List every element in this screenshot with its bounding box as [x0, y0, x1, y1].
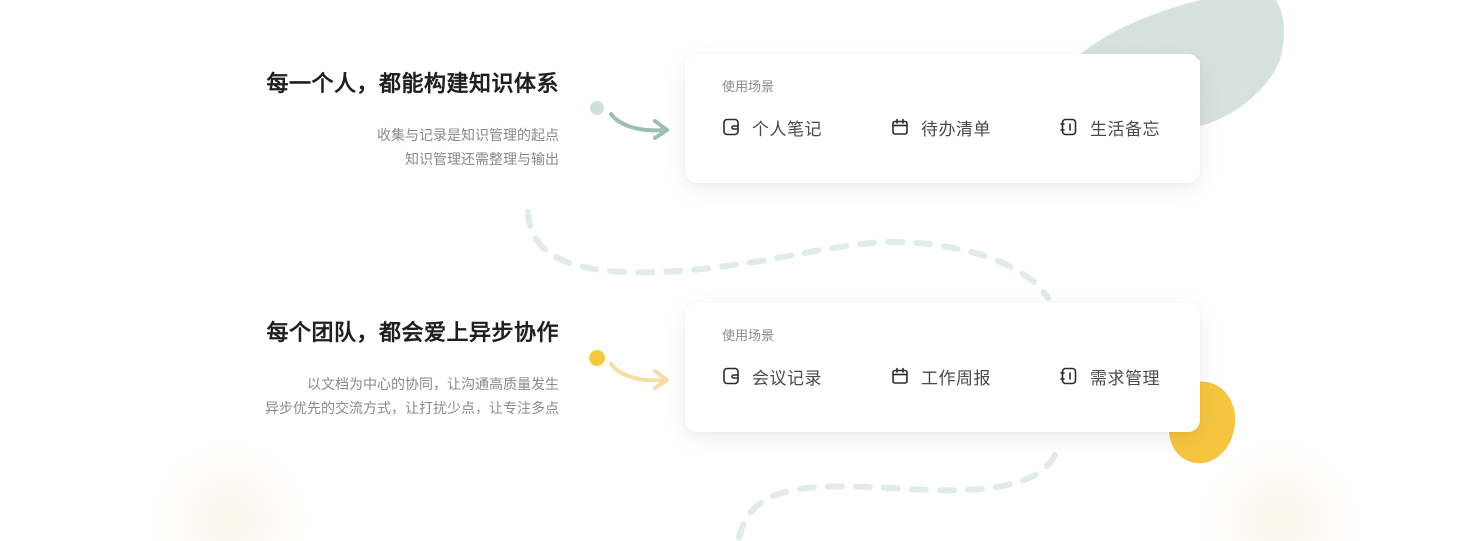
use-case-requirements[interactable]: 需求管理 — [1060, 364, 1160, 389]
section-team-text: 每个团队，都会爱上异步协作 以文档为中心的协同，让沟通高质量发生 异步优先的交流… — [179, 319, 559, 421]
use-case-list: 会议记录 工作周报 需求管理 — [722, 362, 1163, 390]
use-case-todo-list[interactable]: 待办清单 — [891, 115, 1060, 140]
use-case-label: 需求管理 — [1090, 368, 1160, 389]
calendar-icon — [891, 118, 909, 136]
notebook-icon — [1060, 118, 1078, 136]
use-case-life-memo[interactable]: 生活备忘 — [1060, 115, 1160, 140]
use-case-label: 生活备忘 — [1090, 119, 1160, 140]
use-case-label: 待办清单 — [921, 119, 991, 140]
use-case-personal-notes[interactable]: 个人笔记 — [722, 115, 891, 140]
use-case-label: 会议记录 — [752, 368, 822, 389]
use-case-card-personal: 使用场景 个人笔记 待办清单 生活备忘 — [685, 54, 1200, 183]
green-arrow-icon — [590, 101, 669, 140]
yellow-arrow-icon — [589, 350, 669, 390]
card-label: 使用场景 — [722, 80, 775, 95]
description-line: 收集与记录是知识管理的起点 — [377, 128, 559, 144]
card-label: 使用场景 — [722, 329, 775, 344]
description-line: 以文档为中心的协同，让沟通高质量发生 — [307, 377, 559, 393]
use-case-meeting-notes[interactable]: 会议记录 — [722, 364, 891, 389]
calendar-icon — [891, 367, 909, 385]
description-line: 异步优先的交流方式，让打扰少点，让专注多点 — [265, 401, 559, 417]
beige-glow-right — [1200, 440, 1360, 541]
use-case-label: 工作周报 — [921, 368, 991, 389]
description-line: 知识管理还需整理与输出 — [405, 152, 559, 168]
note-icon — [722, 367, 740, 385]
section-personal-text: 每一个人，都能构建知识体系 收集与记录是知识管理的起点 知识管理还需整理与输出 — [179, 70, 559, 172]
notebook-icon — [1060, 367, 1078, 385]
section-title: 每一个人，都能构建知识体系 — [266, 72, 559, 97]
use-case-card-team: 使用场景 会议记录 工作周报 需求管理 — [685, 303, 1200, 432]
section-title: 每个团队，都会爱上异步协作 — [266, 321, 559, 346]
use-case-label: 个人笔记 — [752, 119, 822, 140]
beige-glow-left — [150, 440, 310, 541]
use-case-weekly-report[interactable]: 工作周报 — [891, 364, 1060, 389]
use-case-list: 个人笔记 待办清单 生活备忘 — [722, 113, 1163, 141]
note-icon — [722, 118, 740, 136]
section-description: 以文档为中心的协同，让沟通高质量发生 异步优先的交流方式，让打扰少点，让专注多点 — [179, 373, 559, 421]
section-description: 收集与记录是知识管理的起点 知识管理还需整理与输出 — [179, 124, 559, 172]
